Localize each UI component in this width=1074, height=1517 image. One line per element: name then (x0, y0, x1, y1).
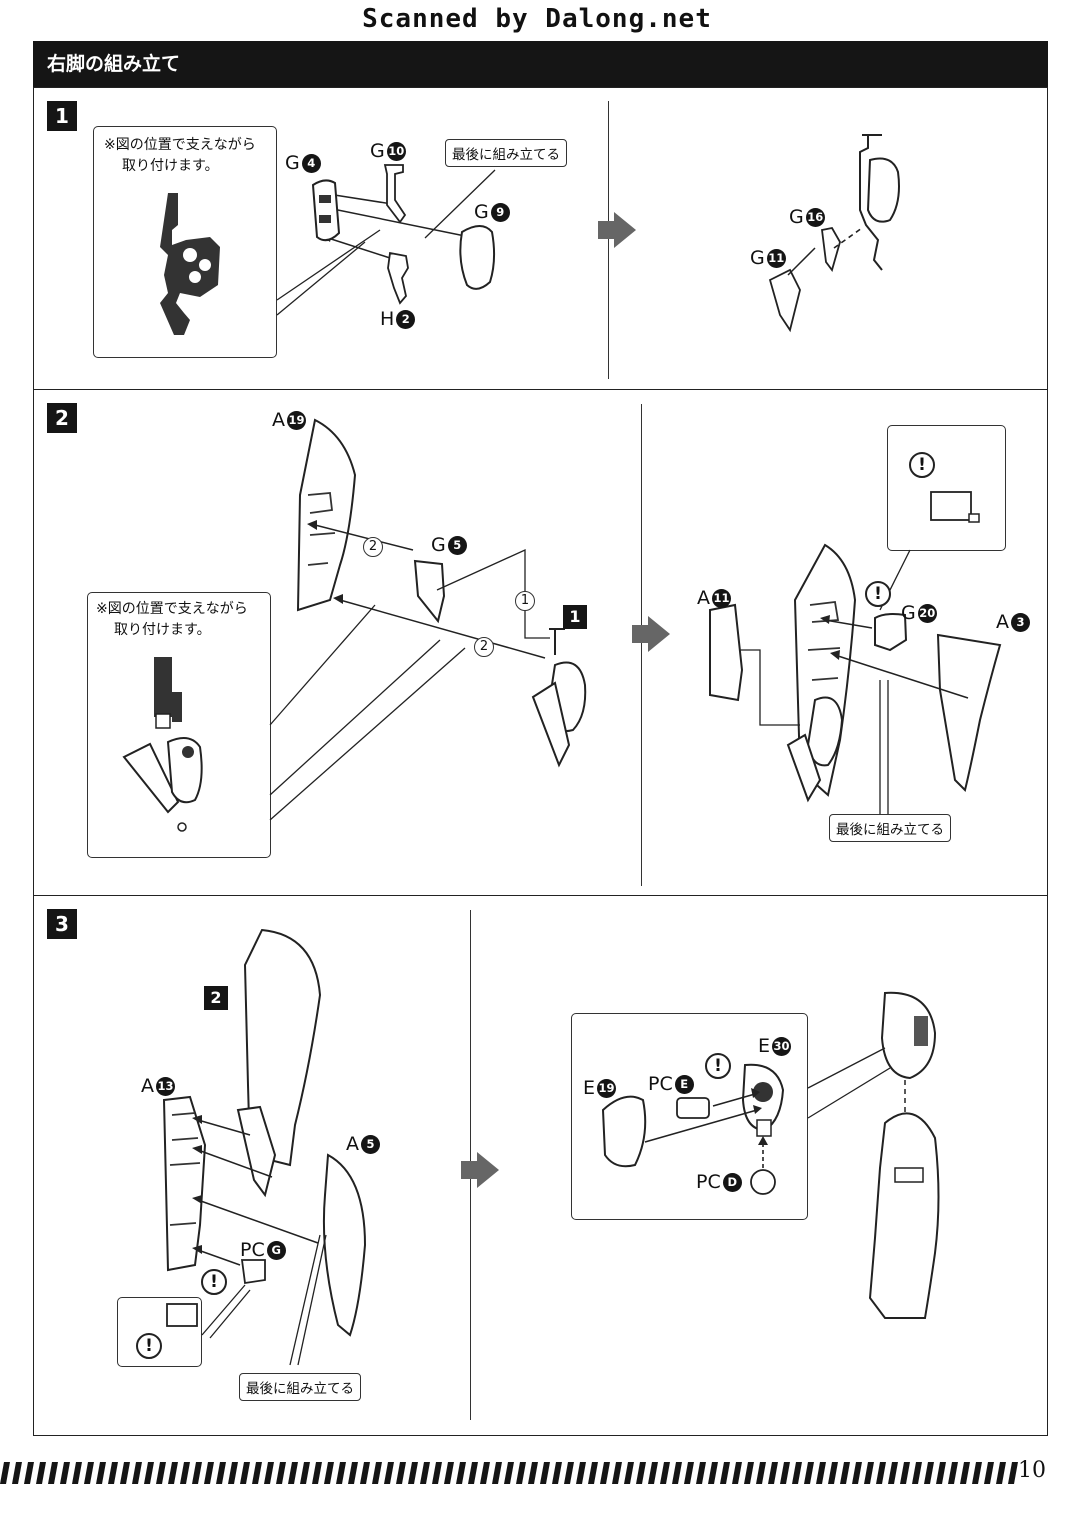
warning-icon: ! (136, 1333, 162, 1359)
order-circle-2: 2 (363, 537, 383, 557)
step-1-number: 1 (47, 101, 77, 131)
section-header: 右脚の組み立て (33, 41, 1048, 87)
step-3-next-arrow (461, 1152, 499, 1188)
step-2-next-arrow (632, 616, 670, 652)
step-3-number: 3 (47, 909, 77, 939)
warning-icon: ! (705, 1053, 731, 1079)
page-number: 10 (1018, 1458, 1046, 1483)
step-1-result-drawing (768, 134, 900, 333)
step-3-result-drawing (807, 991, 940, 1319)
step-1-assembly-drawing (531, 628, 587, 768)
part-g9-drawing (459, 225, 496, 290)
reference-step-1: 1 (563, 605, 587, 629)
part-g5-drawing (413, 559, 446, 624)
step-2-result-drawing (709, 543, 1002, 815)
part-h2-drawing (387, 251, 409, 305)
step-divider (33, 895, 1048, 896)
part-g4-drawing (311, 179, 341, 242)
step-2-detail-callout (887, 425, 1006, 551)
instruction-frame (33, 87, 1048, 1436)
assemble-last-label: 最後に組み立てる (239, 1373, 361, 1401)
pc-g-callout-lines (201, 1284, 251, 1339)
step-1-divider (608, 101, 609, 379)
order-circle-2: 2 (474, 637, 494, 657)
step-divider (33, 389, 1048, 390)
support-note: ※図の位置で支えながら 取り付けます。 (104, 137, 256, 174)
assemble-last-label: 最後に組み立てる (445, 139, 567, 167)
step-3-assembly-drawing (162, 928, 367, 1366)
step-2-support-hand-drawing (122, 657, 203, 832)
step-1-next-arrow (598, 212, 636, 248)
pc-g-detail-drawing (166, 1303, 198, 1327)
part-a19-drawing (296, 418, 357, 612)
reference-step-2: 2 (204, 986, 228, 1010)
footer-stripes (0, 1462, 1020, 1484)
warning-icon: ! (865, 581, 891, 607)
scan-watermark: Scanned by Dalong.net (362, 4, 712, 34)
step-2-support-callout: ※図の位置で支えながら 取り付けます。 (87, 592, 271, 858)
warning-icon: ! (909, 452, 935, 478)
part-g10-drawing (383, 164, 407, 224)
assemble-last-label: 最後に組み立てる (829, 814, 951, 842)
step-1-support-hand-drawing (160, 193, 220, 335)
hip-joint-detail-drawing (601, 1063, 785, 1195)
step-2-assembly-lines (269, 520, 550, 821)
step-2-divider (641, 404, 642, 886)
warning-icon: ! (201, 1269, 227, 1295)
g20-detail-drawing (930, 491, 980, 523)
order-circle-1: 1 (515, 591, 535, 611)
support-note: ※図の位置で支えながら 取り付けます。 (96, 601, 248, 638)
step-2-number: 2 (47, 403, 77, 433)
